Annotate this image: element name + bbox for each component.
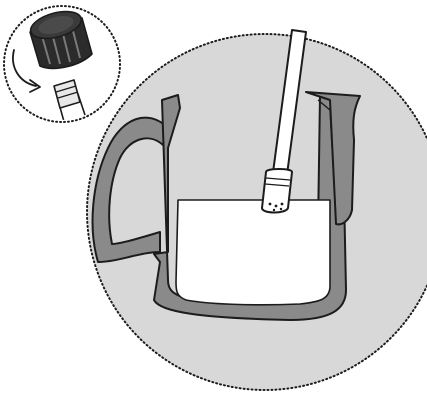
milk-surface: [175, 199, 331, 306]
pitcher-handle: [91, 116, 169, 263]
rotate-arrow-icon: [12, 49, 37, 87]
steam-wand-tip: [261, 168, 293, 214]
spout-inner-fold: [317, 99, 337, 221]
steam-knob-turn-icon: [3, 5, 121, 123]
